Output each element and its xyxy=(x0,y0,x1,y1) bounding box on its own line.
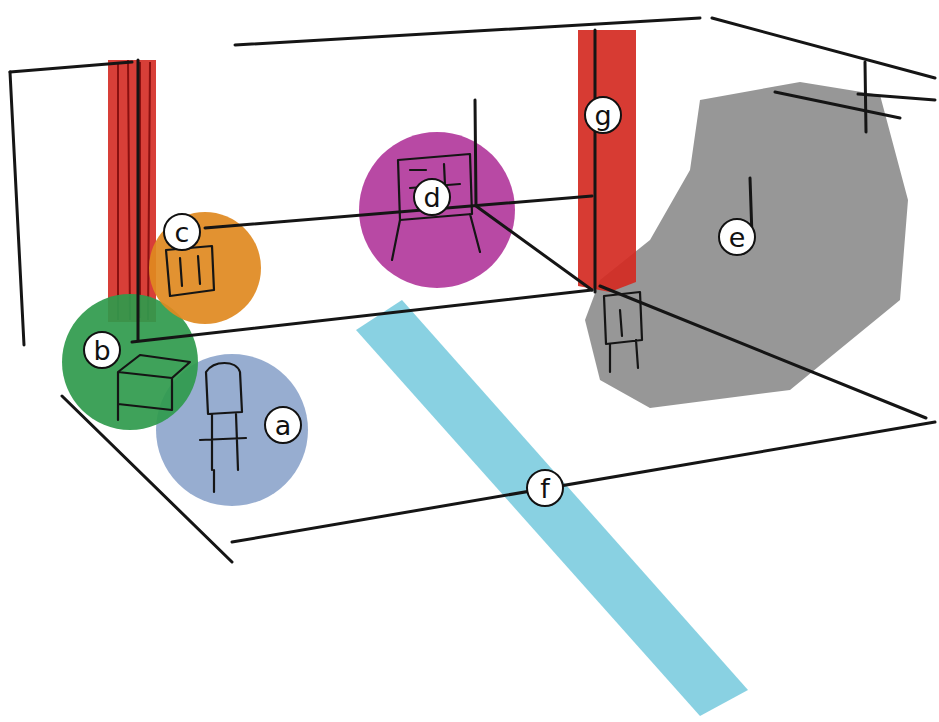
room-zone: c xyxy=(149,212,261,324)
zone-blob xyxy=(356,300,748,716)
callout-letter: d xyxy=(413,178,451,216)
callout-letter: a xyxy=(264,406,302,444)
wall-edge xyxy=(712,18,935,78)
callout-letter: f xyxy=(526,469,564,507)
callout-letter: g xyxy=(584,96,622,134)
room-zone: g xyxy=(578,30,636,292)
wall-edge xyxy=(10,72,24,345)
wall-edge xyxy=(10,62,132,72)
zone-blob xyxy=(359,132,515,288)
curtain-fold xyxy=(118,60,150,320)
room-zone: d xyxy=(359,132,515,288)
zone-blob xyxy=(578,30,636,292)
callout-letter: c xyxy=(163,213,201,251)
curtain xyxy=(108,60,156,322)
zone-shape xyxy=(578,30,636,292)
curtain-fill xyxy=(108,60,156,322)
zone-blob xyxy=(149,212,261,324)
zone-shape xyxy=(356,300,748,716)
callout-letter: e xyxy=(718,218,756,256)
room-zone: f xyxy=(356,300,748,716)
callout-letter: b xyxy=(83,331,121,369)
